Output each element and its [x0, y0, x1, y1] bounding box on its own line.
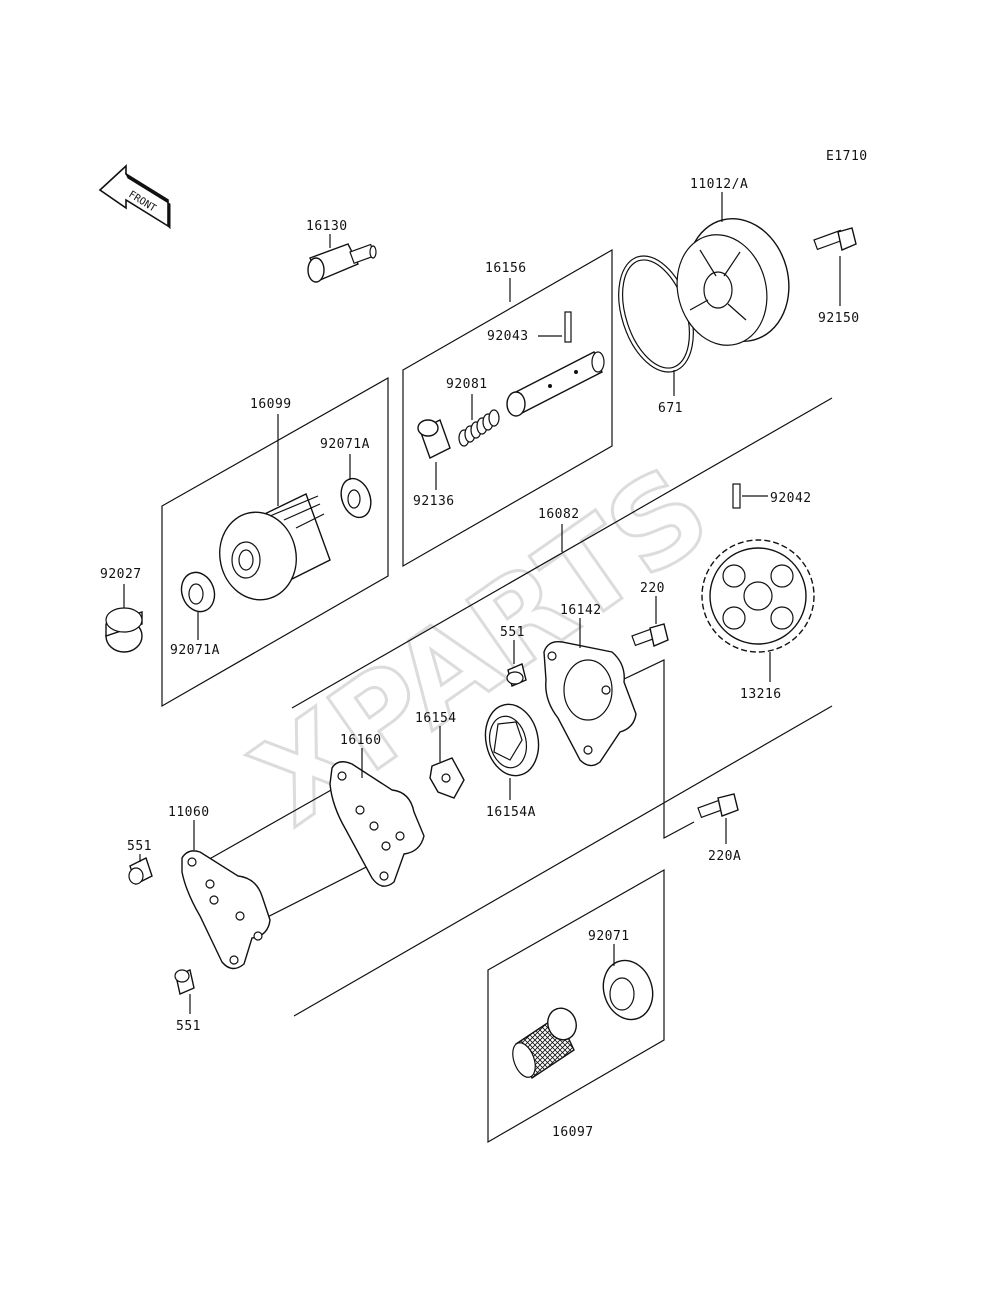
group-box-16097 — [487, 868, 665, 1144]
label-16099: 16099 — [250, 397, 292, 412]
dowel-551-left — [128, 857, 153, 885]
fitting-16130 — [307, 243, 377, 283]
pin-92042 — [732, 483, 741, 509]
collar-92027 — [105, 607, 143, 653]
oil-filter-16099 — [219, 493, 331, 601]
dowel-551-top — [506, 663, 527, 687]
label-92071: 92071 — [588, 929, 630, 944]
label-11060: 11060 — [168, 805, 210, 820]
label-220: 220 — [640, 581, 665, 596]
strainer-16097 — [512, 1007, 577, 1080]
spring-92081 — [458, 409, 500, 447]
label-671: 671 — [658, 401, 683, 416]
dowel-551-bottom — [174, 969, 195, 995]
group-box-16099 — [161, 376, 389, 708]
diagram-code: E1710 — [826, 149, 868, 164]
label-92071A-top: 92071A — [320, 437, 370, 452]
piston-92136 — [417, 419, 451, 459]
label-551-top: 551 — [500, 625, 525, 640]
label-92071A-bottom: 92071A — [170, 643, 220, 658]
label-551-bottom: 551 — [176, 1019, 201, 1034]
gear-13216 — [701, 539, 815, 653]
label-13216: 13216 — [740, 687, 782, 702]
label-16154A: 16154A — [486, 805, 536, 820]
label-551-left: 551 — [127, 839, 152, 854]
cover-11012A — [676, 218, 790, 346]
label-16156: 16156 — [485, 261, 527, 276]
label-92043: 92043 — [487, 329, 529, 344]
seal-92071 — [602, 959, 654, 1021]
front-arrow-icon: FRONT — [98, 164, 171, 230]
label-92081: 92081 — [446, 377, 488, 392]
plate-16160 — [329, 761, 425, 887]
inner-rotor-16154 — [429, 757, 465, 799]
label-11012A: 11012/A — [690, 177, 748, 192]
gasket-11060 — [181, 850, 271, 970]
pump-body-16142 — [543, 641, 637, 767]
outer-rotor-16154A — [484, 703, 540, 777]
bolt-92150 — [813, 227, 857, 251]
label-220A: 220A — [708, 849, 741, 864]
bolt-220A — [697, 793, 739, 819]
label-16082: 16082 — [538, 507, 580, 522]
label-16154: 16154 — [415, 711, 457, 726]
label-92042: 92042 — [770, 491, 812, 506]
label-92136: 92136 — [413, 494, 455, 509]
label-16097: 16097 — [552, 1125, 594, 1140]
bolt-220 — [631, 623, 669, 647]
label-16142: 16142 — [560, 603, 602, 618]
label-16160: 16160 — [340, 733, 382, 748]
label-92150: 92150 — [818, 311, 860, 326]
label-16130: 16130 — [306, 219, 348, 234]
valve-sleeve — [506, 351, 605, 417]
label-92027: 92027 — [100, 567, 142, 582]
group-box-16156 — [402, 248, 613, 568]
pin-92043 — [564, 311, 572, 343]
